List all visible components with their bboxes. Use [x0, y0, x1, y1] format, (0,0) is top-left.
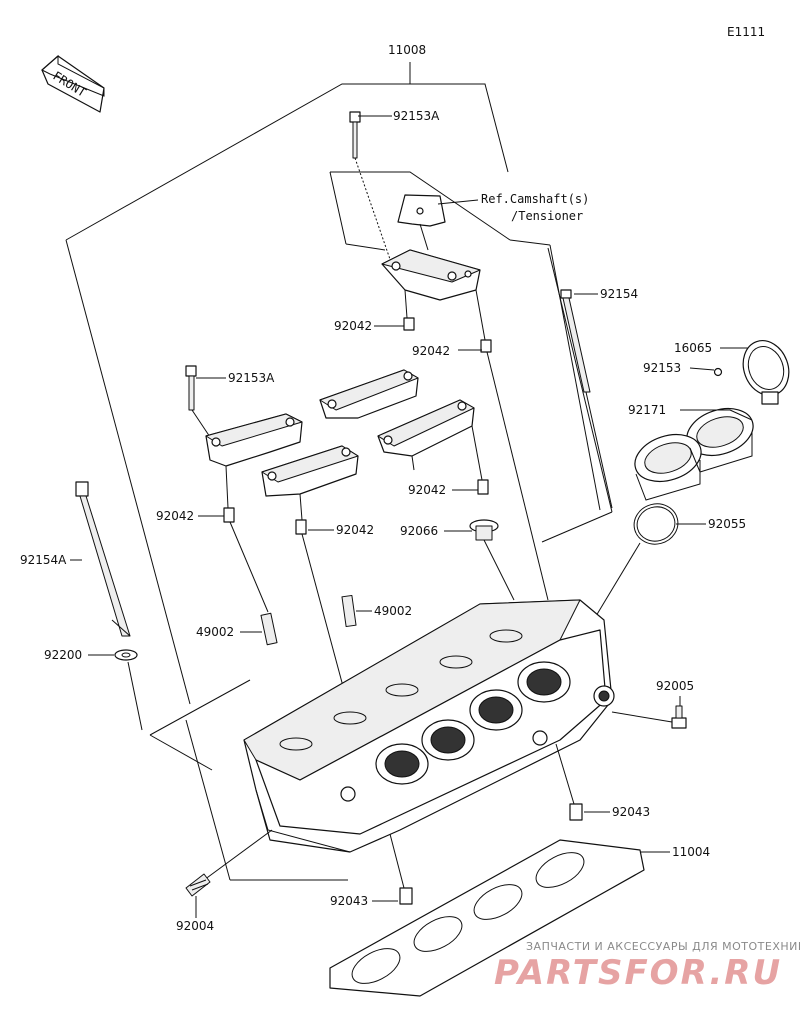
- bolt-92154: [560, 289, 613, 509]
- head-gasket: [329, 839, 645, 997]
- ref-camshaft-bracket: [397, 194, 479, 251]
- front-arrow-icon: FRONT: [41, 54, 105, 113]
- label-92004: 92004: [176, 919, 214, 933]
- diagram-code: E1111: [727, 25, 765, 39]
- label-49002-a: 49002: [196, 625, 234, 639]
- label-92153A-top: 92153A: [393, 109, 440, 123]
- cam-cap-top: [349, 111, 549, 601]
- leader-lines: [70, 115, 753, 918]
- label-92043-a: 92043: [612, 805, 650, 819]
- bolt-92005: [671, 705, 687, 729]
- ref-note-line2: /Tensioner: [511, 209, 583, 223]
- label-16065: 16065: [674, 341, 712, 355]
- dowel-92043-lower: [399, 887, 413, 905]
- cam-caps-left: [185, 365, 489, 691]
- watermark: ЗАПЧАСТИ И АКСЕССУАРЫ ДЛЯ МОТОТЕХНИКИ PA…: [494, 940, 800, 993]
- label-11008: 11008: [388, 43, 426, 57]
- watermark-subtitle: ЗАПЧАСТИ И АКСЕССУАРЫ ДЛЯ МОТОТЕХНИКИ: [526, 940, 800, 953]
- label-92153A-left: 92153A: [228, 371, 275, 385]
- part-labels: 11008 92153A Ref.Camshaft(s) /Tensioner …: [20, 43, 746, 933]
- label-92154: 92154: [600, 287, 638, 301]
- intake-holders: [595, 340, 790, 617]
- label-92171: 92171: [628, 403, 666, 417]
- valve-guides: [260, 594, 357, 646]
- label-92154A: 92154A: [20, 553, 67, 567]
- cylinder-head: [203, 599, 673, 889]
- ref-note-line1: Ref.Camshaft(s): [481, 192, 589, 206]
- label-11004: 11004: [672, 845, 710, 859]
- label-92153: 92153: [643, 361, 681, 375]
- label-92042-b: 92042: [412, 344, 450, 358]
- label-92042-c: 92042: [156, 509, 194, 523]
- label-92043-b: 92043: [330, 894, 368, 908]
- bolt-92154A: [75, 481, 143, 731]
- label-92200: 92200: [44, 648, 82, 662]
- label-92042-a: 92042: [334, 319, 372, 333]
- dowel-92043-upper: [569, 803, 583, 821]
- label-92042-e: 92042: [408, 483, 446, 497]
- stud-92004: [185, 873, 211, 897]
- label-92005: 92005: [656, 679, 694, 693]
- label-92055: 92055: [708, 517, 746, 531]
- label-92042-d: 92042: [336, 523, 374, 537]
- assembly-outline: [65, 62, 613, 881]
- label-92066: 92066: [400, 524, 438, 538]
- label-49002-b: 49002: [374, 604, 412, 618]
- watermark-brand: PARTSFOR.RU: [494, 953, 782, 993]
- plug-92066: [469, 519, 515, 601]
